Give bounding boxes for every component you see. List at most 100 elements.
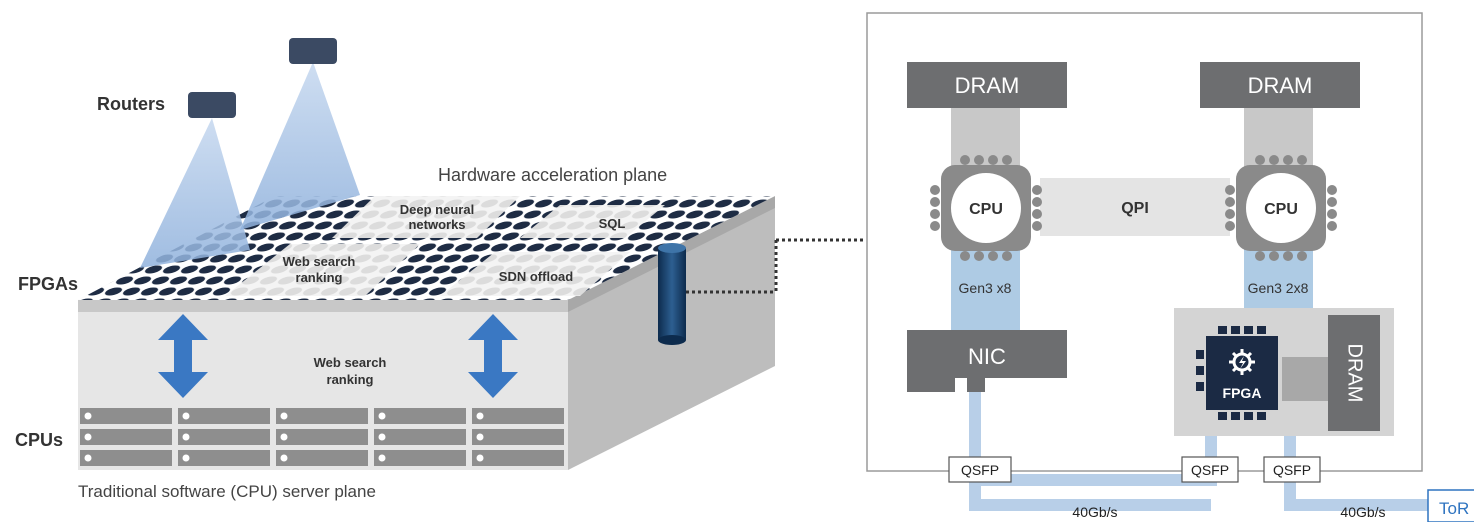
fpga-pin xyxy=(1231,326,1240,334)
server-led xyxy=(378,412,386,420)
server-led xyxy=(476,454,484,462)
cpu-pin xyxy=(1225,209,1235,219)
cpu-pin xyxy=(1032,197,1042,207)
server-led xyxy=(84,433,92,441)
fpga-dram-link xyxy=(1282,357,1334,401)
cpu-pin xyxy=(930,221,940,231)
server-slot xyxy=(472,450,564,466)
cpu-pin xyxy=(1297,155,1307,165)
plane-link-arrow-left xyxy=(158,314,208,398)
gen3-left-label: Gen3 x8 xyxy=(959,280,1012,296)
cpu-pin xyxy=(930,209,940,219)
server-led xyxy=(378,433,386,441)
fpga-pin xyxy=(1244,412,1253,420)
fpga-side-dram-label: DRAM xyxy=(1344,344,1366,403)
cpu-pin xyxy=(930,197,940,207)
qsfp-port-3: QSFP xyxy=(1263,456,1321,483)
cpu-pin xyxy=(1269,155,1279,165)
cpu-pin xyxy=(988,155,998,165)
qsfp-3-label: QSFP xyxy=(1273,462,1311,478)
web-search-label-line1: Web search xyxy=(283,254,356,269)
region-deep-neural-networks xyxy=(332,196,520,238)
qsfp-port-2: QSFP xyxy=(1181,456,1239,483)
datacenter-illustration: Routers FPGAs CPUs Hardware acceleration… xyxy=(15,38,866,501)
cpu-pin xyxy=(1225,221,1235,231)
tor-label: ToR xyxy=(1439,499,1469,518)
cpu-pin xyxy=(1297,251,1307,261)
qsfp-2-label: QSFP xyxy=(1191,462,1229,478)
dnn-label-line2: networks xyxy=(408,217,465,232)
cpu-pin xyxy=(1327,221,1337,231)
region-sql xyxy=(520,205,665,238)
cpus-label: CPUs xyxy=(15,430,63,450)
dram-right xyxy=(1200,62,1360,108)
server-led xyxy=(280,433,288,441)
fpga-pin xyxy=(1196,350,1204,359)
cpu-chip-right: CPU xyxy=(1225,155,1337,261)
cpu-pin xyxy=(1327,185,1337,195)
nic-label: NIC xyxy=(968,344,1006,369)
server-led xyxy=(182,412,190,420)
server-slot xyxy=(80,429,172,445)
server-led xyxy=(84,412,92,420)
router-right xyxy=(289,38,337,64)
cpu-pin xyxy=(988,251,998,261)
cpu-pin xyxy=(1002,155,1012,165)
qpi-bus xyxy=(1040,178,1230,236)
fpga-pin xyxy=(1231,412,1240,420)
gear-icon xyxy=(1229,349,1255,375)
cpu-pin xyxy=(974,251,984,261)
cpu-right-label: CPU xyxy=(1264,201,1298,218)
cpu-plane-front xyxy=(78,300,568,470)
fpga-pin xyxy=(1244,326,1253,334)
server-slot xyxy=(178,450,270,466)
cpu-pin xyxy=(1225,197,1235,207)
fpga-pin xyxy=(1257,412,1266,420)
software-plane-label: Traditional software (CPU) server plane xyxy=(78,482,376,501)
cpu-pin xyxy=(1269,251,1279,261)
cpu-pin xyxy=(930,185,940,195)
server-led xyxy=(280,412,288,420)
router-left xyxy=(188,92,236,118)
cpu-pin xyxy=(1283,155,1293,165)
cpu-pin xyxy=(1283,251,1293,261)
server-slot xyxy=(178,429,270,445)
fpga-pin xyxy=(1218,326,1227,334)
server-slot xyxy=(80,408,172,424)
lower-web-search-line1: Web search xyxy=(314,355,387,370)
server-slot xyxy=(374,408,466,424)
router-beam-left xyxy=(140,118,250,268)
sdn-offload-label: SDN offload xyxy=(499,269,573,284)
cpu-chip-left: CPU xyxy=(930,155,1042,261)
router-beam-right xyxy=(240,62,360,230)
lower-web-search-line2: ranking xyxy=(327,372,374,387)
server-block-diagram: QPI Gen3 x8 Gen3 2x8 DRAM DRAM CPU CPU xyxy=(866,12,1474,522)
cpu-left-label: CPU xyxy=(969,201,1003,218)
server-rack xyxy=(80,408,564,466)
network-cables xyxy=(969,392,1430,511)
server-led xyxy=(182,433,190,441)
region-sdn-offload xyxy=(440,252,630,296)
fpga-pin xyxy=(1196,366,1204,375)
fpga-label: FPGA xyxy=(1223,385,1262,401)
web-search-label-line2: ranking xyxy=(296,270,343,285)
cpu-pin xyxy=(1032,185,1042,195)
qsfp-port-1: QSFP xyxy=(948,456,1012,483)
cpu-pin xyxy=(1327,197,1337,207)
cpu-pin xyxy=(1255,155,1265,165)
region-web-search-ranking xyxy=(225,244,420,296)
fpga-pin xyxy=(1218,412,1227,420)
hardware-plane-label: Hardware acceleration plane xyxy=(438,165,667,185)
fpga-pin xyxy=(1196,382,1204,391)
pcie-link-left xyxy=(951,248,1020,330)
fpga-pin xyxy=(1257,326,1266,334)
server-slot xyxy=(374,450,466,466)
fpga-plane-front xyxy=(78,300,568,312)
sql-label: SQL xyxy=(599,216,626,231)
server-led xyxy=(84,454,92,462)
server-slot xyxy=(374,429,466,445)
dnn-label-line1: Deep neural xyxy=(400,202,474,217)
server-led xyxy=(476,433,484,441)
cpu-pin xyxy=(1327,209,1337,219)
dram-left xyxy=(907,62,1067,108)
